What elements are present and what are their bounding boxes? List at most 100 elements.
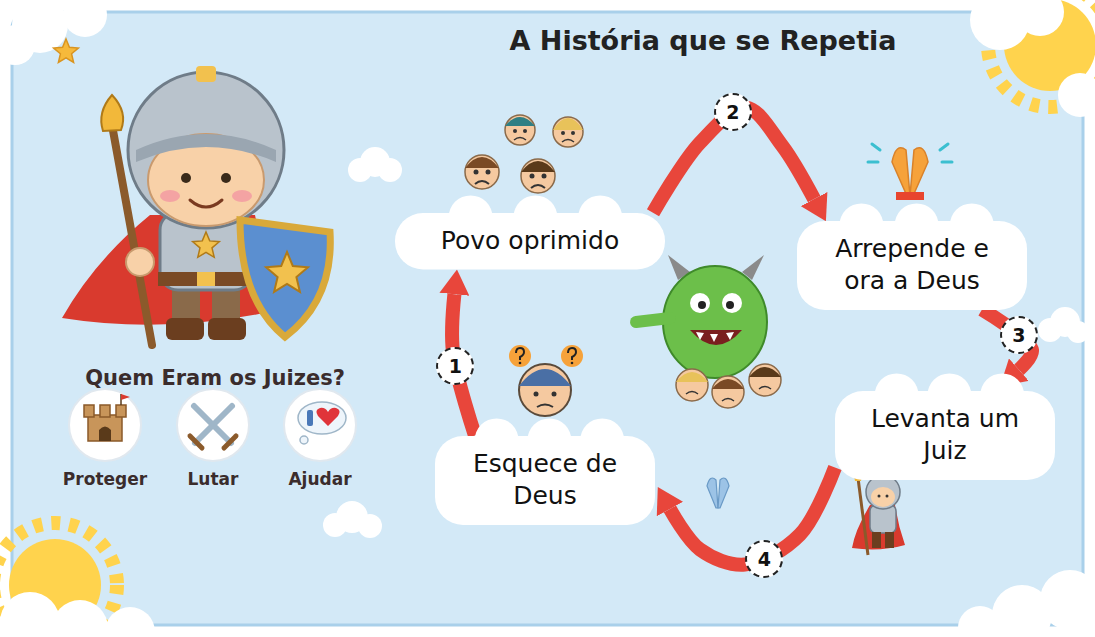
knight-illustration — [197, 272, 215, 286]
swords-icon — [194, 406, 231, 443]
monster-illustration — [749, 367, 781, 377]
heart-icon — [284, 389, 356, 461]
knight-illustration — [190, 200, 222, 207]
castle-icon — [69, 389, 141, 461]
knight-illustration — [101, 95, 123, 131]
small-knight — [866, 475, 900, 509]
oppressed-people — [531, 185, 545, 188]
heart-icon — [316, 408, 339, 426]
icon-caption: Ajudar — [288, 469, 351, 489]
oppressed-people — [530, 174, 535, 179]
oppressed-people — [465, 155, 499, 189]
small-knight — [878, 495, 881, 498]
callout-number: 2 — [714, 93, 752, 131]
node-text: Esquece de Deus — [455, 448, 635, 513]
knight-illustration — [166, 318, 204, 340]
node-text: Arrepende e ora a Deus — [817, 233, 1007, 298]
forgetful-face — [534, 392, 539, 397]
star-icon — [54, 39, 79, 63]
swords-icon — [177, 389, 249, 461]
monster-illustration — [712, 376, 744, 408]
monster-illustration — [698, 301, 706, 309]
cloud-shape — [395, 213, 665, 270]
oppressed-people — [542, 174, 547, 179]
monster-illustration — [690, 293, 710, 313]
decor-cloud — [52, 600, 108, 637]
node-text: Povo oprimido — [415, 225, 645, 258]
forgetful-face — [519, 369, 571, 386]
monster-illustration — [712, 379, 744, 389]
oppressed-people — [553, 117, 583, 147]
monster-illustration — [636, 255, 781, 408]
forgetful-face — [509, 345, 583, 416]
node-text: Levanta um Juiz — [855, 403, 1035, 468]
forgetful-face — [519, 364, 571, 416]
forgetful-face — [571, 362, 574, 365]
cloud-node: Levanta um Juiz — [835, 391, 1055, 480]
decor-cloud — [1067, 321, 1089, 343]
knight-illustration — [208, 318, 246, 340]
forgetful-face — [552, 392, 557, 397]
castle-icon — [88, 415, 122, 441]
oppressed-people — [571, 131, 575, 135]
decor-cloud — [1016, 0, 1064, 36]
icon-caption: Lutar — [188, 469, 239, 489]
forgetful-face — [568, 348, 576, 360]
swords-icon — [177, 389, 249, 461]
cloud-node: Arrepende e ora a Deus — [797, 221, 1027, 310]
oppressed-people — [561, 131, 565, 135]
sky-panel — [12, 12, 1083, 625]
decor-cloud — [63, 0, 107, 37]
knight-illustration — [62, 66, 330, 345]
heart-icon — [307, 410, 313, 426]
knight-illustration — [158, 272, 254, 286]
knight-illustration — [128, 72, 284, 228]
decor-cloud — [358, 514, 382, 538]
monster-illustration — [749, 364, 781, 396]
knight-illustration — [266, 252, 308, 292]
monster-illustration — [696, 332, 734, 342]
section-heading: Quem Eram os Juizes? — [85, 366, 345, 390]
monster-illustration — [690, 330, 742, 345]
castle-icon — [84, 405, 94, 417]
oppressed-people — [523, 129, 527, 133]
forgetful-face — [516, 348, 524, 360]
praying-hands — [707, 478, 718, 508]
callout-number: 3 — [1000, 316, 1038, 354]
oppressed-people — [562, 140, 574, 143]
decor-cloud — [105, 607, 155, 637]
knight-illustration — [221, 173, 231, 183]
small-knight — [872, 532, 881, 548]
oppressed-people — [505, 115, 535, 145]
forgetful-face — [509, 345, 531, 367]
oppressed-people — [521, 161, 555, 172]
monster-illustration — [676, 369, 708, 401]
oppressed-people — [521, 159, 555, 193]
knight-illustration — [160, 190, 180, 202]
diagram-title: A História que se Repetia — [509, 25, 896, 56]
praying-hands — [868, 144, 952, 162]
knight-illustration — [232, 190, 252, 202]
knight-illustration — [136, 134, 276, 162]
oppressed-people — [505, 117, 535, 126]
cloud-node: Povo oprimido — [395, 213, 665, 270]
small-knight — [852, 505, 905, 549]
praying-hands — [896, 192, 924, 200]
knight-illustration — [240, 220, 330, 337]
cloud-shape — [835, 391, 1055, 480]
swords-icon — [224, 436, 236, 448]
cloud-shape — [797, 221, 1027, 310]
oppressed-people — [465, 115, 583, 193]
monster-illustration — [686, 387, 771, 402]
heart-icon — [300, 436, 308, 444]
oppressed-people — [465, 157, 499, 168]
decor-cloud — [1058, 73, 1095, 117]
monster-illustration — [663, 266, 767, 378]
decor-cloud — [1040, 570, 1095, 630]
swords-icon — [195, 406, 232, 443]
forgetful-face — [537, 405, 553, 408]
praying-hands — [707, 478, 729, 508]
